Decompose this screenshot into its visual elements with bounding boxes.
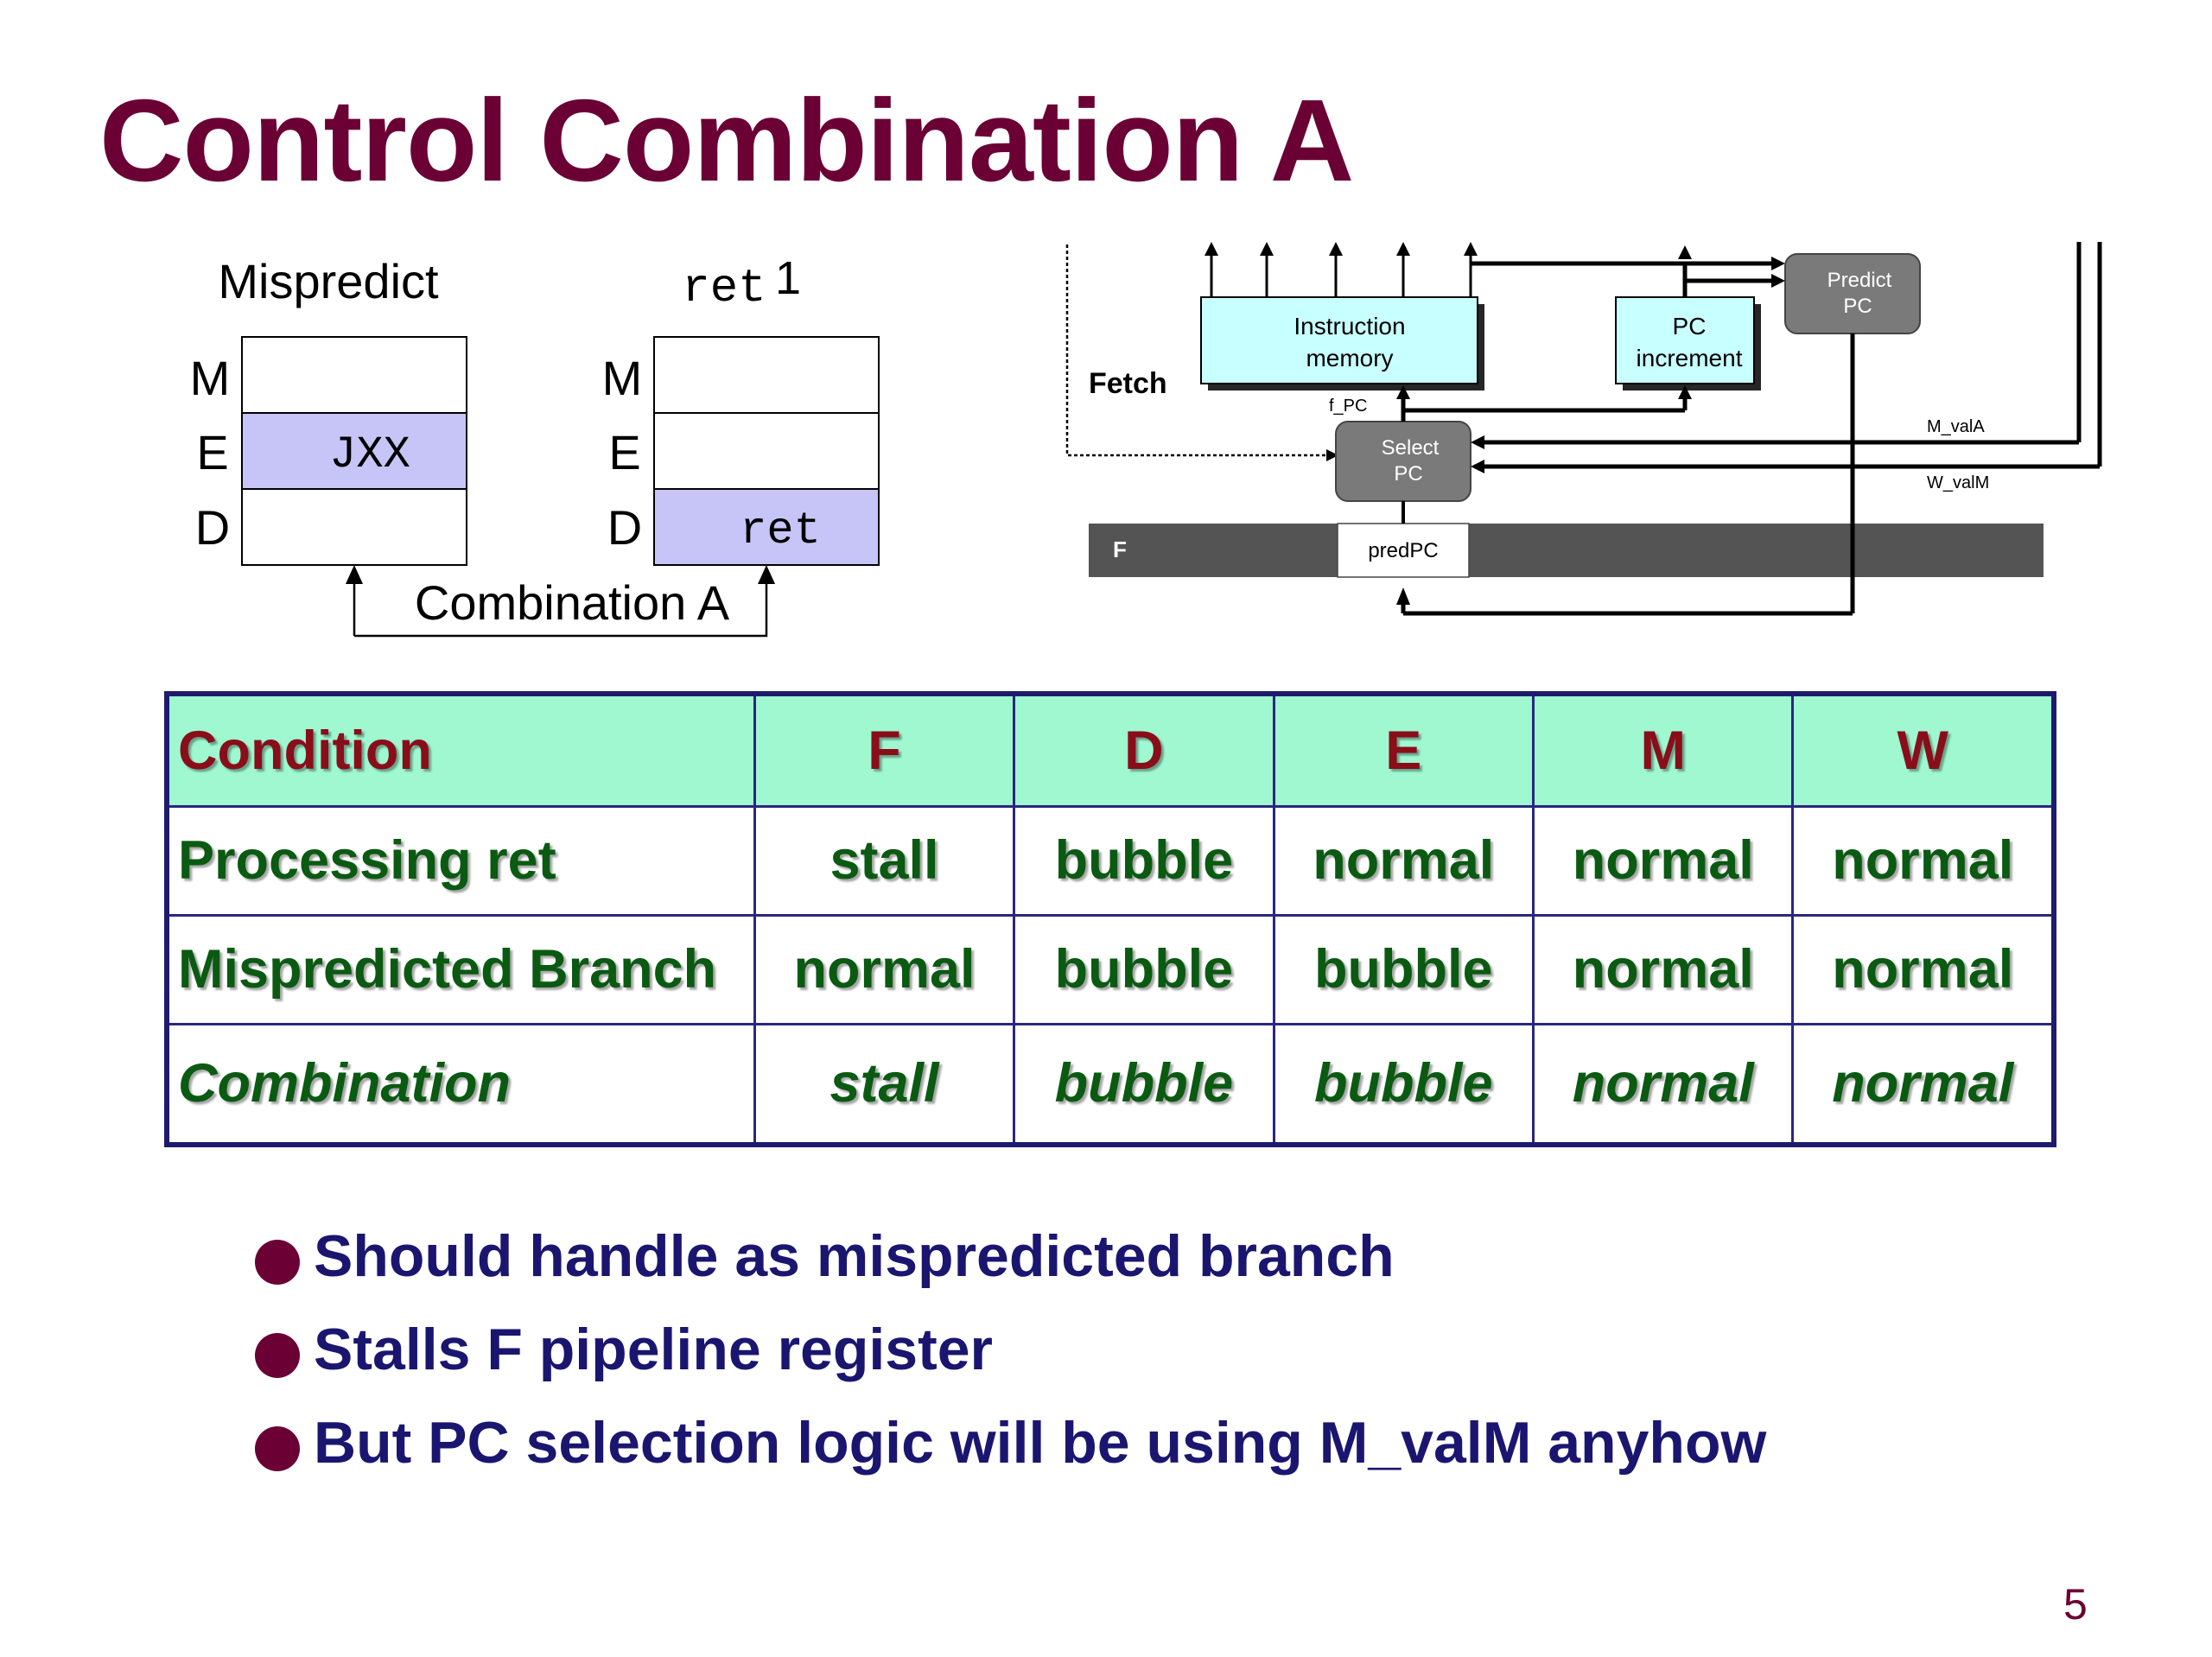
bullet-text: But PC selection logic will be using M_v… xyxy=(314,1410,1767,1476)
right-stage-m: M xyxy=(602,351,643,405)
right-d-cell xyxy=(653,488,880,566)
instruction-memory-line2: memory xyxy=(1306,345,1393,371)
page-number: 5 xyxy=(2063,1580,2088,1628)
cell-e: normal xyxy=(1272,804,1535,917)
f-pc-label: f_PC xyxy=(1329,397,1367,416)
predict-pc-line1: Predict xyxy=(1827,269,1892,292)
header-d: D xyxy=(1013,692,1275,808)
predpc-label: predPC xyxy=(1368,539,1438,562)
combination-diagram: Mispredict ret 1 M E D M E D JXX ret Com… xyxy=(190,252,880,638)
bullet-list: Should handle as mispredicted branch Sta… xyxy=(255,1209,1766,1489)
right-d-cell-text: ret xyxy=(740,505,821,556)
cell-e: bubble xyxy=(1272,1022,1535,1146)
predict-pc-box xyxy=(1784,253,1921,334)
w-valm-label: W_valM xyxy=(1927,473,1989,492)
bullet-dot-icon xyxy=(255,1240,300,1285)
cell-d: bubble xyxy=(1013,804,1275,917)
header-m: M xyxy=(1532,692,1795,808)
bullet-dot-icon xyxy=(255,1333,300,1378)
fetch-stage-diagram: Fetch Instruction memory PC increment Pr… xyxy=(1065,242,2102,616)
list-item: Stalls F pipeline register xyxy=(255,1303,1766,1396)
left-e-cell xyxy=(241,412,467,490)
header-condition: Condition xyxy=(165,692,756,808)
select-pc-box xyxy=(1335,421,1471,502)
cell-f: stall xyxy=(753,804,1016,917)
left-stage-e: E xyxy=(196,425,228,479)
pc-increment-box xyxy=(1615,296,1755,384)
slide-title: Control Combination A xyxy=(99,75,1354,206)
cell-f: normal xyxy=(753,913,1016,1025)
right-m-cell xyxy=(653,336,880,414)
left-stage-m: M xyxy=(190,351,231,405)
left-m-cell xyxy=(241,336,467,414)
bullet-text: Stalls F pipeline register xyxy=(314,1317,994,1382)
f-register-label: F xyxy=(1113,536,1127,562)
cell-w: normal xyxy=(1791,1022,2056,1146)
header-f: F xyxy=(753,692,1016,808)
right-stage-d: D xyxy=(607,500,642,555)
header-w: W xyxy=(1791,692,2056,808)
cell-m: normal xyxy=(1532,913,1795,1025)
cell-f: stall xyxy=(753,1022,1016,1146)
bullet-text: Should handle as mispredicted branch xyxy=(314,1223,1395,1289)
row-condition: Combination xyxy=(165,1022,756,1146)
left-stage-d: D xyxy=(195,500,230,555)
left-e-cell-text: JXX xyxy=(329,429,410,480)
table-row: Mispredicted Branch normal bubble bubble… xyxy=(165,913,2056,1025)
cell-w: normal xyxy=(1791,804,2056,917)
left-d-cell xyxy=(241,488,467,566)
pc-increment-line1: PC xyxy=(1673,313,1707,340)
list-item: Should handle as mispredicted branch xyxy=(255,1209,1766,1303)
right-e-cell xyxy=(653,412,880,490)
combination-caption: Combination A xyxy=(415,575,730,630)
predpc-field xyxy=(1337,523,1470,578)
fetch-label: Fetch xyxy=(1089,367,1167,400)
m-vala-label: M_valA xyxy=(1927,417,1985,436)
table-row: Processing ret stall bubble normal norma… xyxy=(165,804,2056,917)
ret-label-number: 1 xyxy=(775,252,801,304)
table-row: Combination stall bubble bubble normal n… xyxy=(165,1022,2056,1146)
instruction-memory-box xyxy=(1200,296,1478,384)
mispredict-label: Mispredict xyxy=(218,254,439,308)
row-condition: Mispredicted Branch xyxy=(165,913,756,1025)
table-header-row: Condition F D E M W xyxy=(165,692,2056,808)
pc-increment-line2: increment xyxy=(1637,345,1743,371)
ret-label-code: ret xyxy=(682,263,766,315)
header-e: E xyxy=(1272,692,1535,808)
cell-w: normal xyxy=(1791,913,2056,1025)
cell-m: normal xyxy=(1532,804,1795,917)
instruction-memory-line1: Instruction xyxy=(1294,313,1405,340)
select-pc-line1: Select xyxy=(1382,436,1440,460)
control-combination-table: Condition F D E M W Processing ret stall… xyxy=(164,691,2056,1147)
cell-m: normal xyxy=(1532,1022,1795,1146)
cell-d: bubble xyxy=(1013,913,1275,1025)
right-stage-e: E xyxy=(608,425,640,479)
bullet-dot-icon xyxy=(255,1426,300,1471)
predict-pc-line2: PC xyxy=(1843,295,1872,318)
cell-e: bubble xyxy=(1272,913,1535,1025)
row-condition: Processing ret xyxy=(165,804,756,917)
list-item: But PC selection logic will be using M_v… xyxy=(255,1396,1766,1489)
cell-d: bubble xyxy=(1013,1022,1275,1146)
f-register-bar xyxy=(1089,524,2044,577)
select-pc-line2: PC xyxy=(1394,462,1422,486)
